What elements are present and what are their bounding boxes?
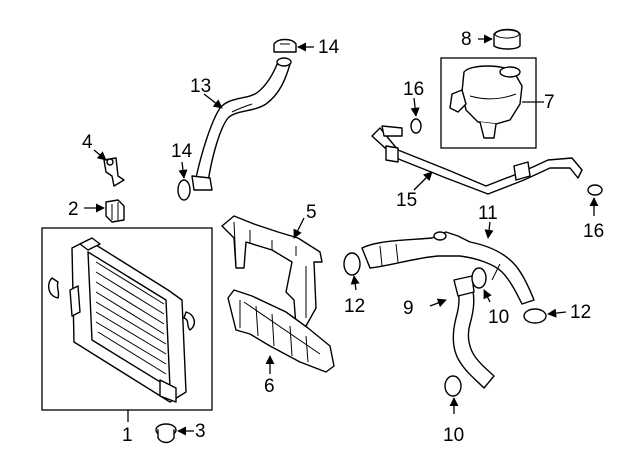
radiator-frame-box — [41, 227, 213, 411]
reservoir-frame-box — [440, 57, 537, 149]
callout-13: 13 — [190, 76, 211, 97]
callout-1: 1 — [122, 425, 133, 446]
callout-5: 5 — [306, 202, 317, 223]
o-ring-part-16-right — [587, 184, 603, 196]
callout-12-right: 12 — [570, 302, 591, 323]
callout-10-top: 10 — [488, 307, 509, 328]
arrow-10a — [483, 289, 492, 303]
clamp-part-14-top — [273, 38, 297, 53]
arrow-12b — [547, 308, 567, 318]
o-ring-part-14 — [177, 179, 191, 201]
callout-10-bottom: 10 — [443, 425, 464, 446]
callout-9: 9 — [403, 298, 414, 319]
hose-part-9 — [452, 275, 495, 389]
bracket-part-4 — [103, 157, 125, 187]
o-ring-part-12-left — [343, 252, 361, 276]
callout-3: 3 — [195, 421, 206, 442]
arrow-16a — [410, 97, 420, 117]
arrow-11 — [484, 221, 494, 239]
arrow-9 — [429, 298, 447, 308]
callout-7: 7 — [544, 92, 555, 113]
reservoir-part-7 — [449, 65, 523, 139]
arrow-4 — [93, 149, 107, 161]
plug-part-3 — [155, 423, 177, 444]
callout-4: 4 — [82, 132, 93, 153]
callout-15: 15 — [396, 190, 417, 211]
callout-16-top: 16 — [403, 79, 424, 100]
arrow-14b — [178, 161, 188, 179]
pipe-part-15 — [371, 125, 583, 195]
callout-8: 8 — [461, 29, 472, 50]
callout-14-top: 14 — [318, 37, 340, 58]
o-ring-part-10-top — [471, 267, 487, 289]
arrow-15 — [413, 171, 433, 191]
arrow-12a — [350, 275, 360, 291]
callout-14-left: 14 — [171, 141, 193, 162]
clip-part-2 — [105, 199, 125, 223]
callout-11: 11 — [478, 203, 498, 224]
o-ring-part-12-right — [523, 308, 547, 324]
callout-6: 6 — [264, 376, 275, 397]
arrow-5 — [293, 217, 305, 239]
radiator-part — [47, 237, 196, 403]
upper-hose-part-13 — [191, 57, 292, 191]
air-guide-part-6 — [227, 289, 335, 373]
callout-2: 2 — [68, 199, 79, 220]
callout-16-right: 16 — [583, 221, 604, 242]
o-ring-part-16-top — [410, 118, 422, 134]
hose-part-11 — [361, 231, 535, 305]
o-ring-part-10-bottom — [444, 375, 462, 397]
cap-part-8 — [493, 28, 521, 50]
callout-12-left: 12 — [344, 296, 365, 317]
arrow-13 — [203, 93, 223, 109]
